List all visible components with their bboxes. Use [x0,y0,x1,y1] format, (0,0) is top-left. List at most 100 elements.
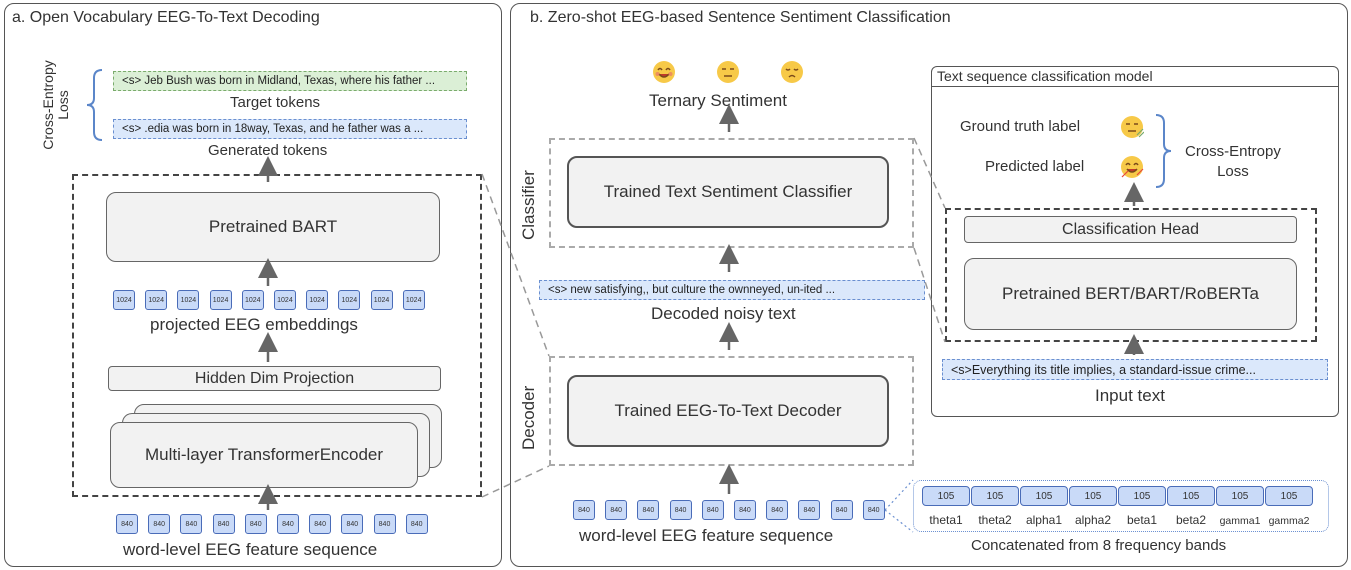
panel-a-title: a. Open Vocabulary EEG-To-Text Decoding [12,9,320,26]
input-text-label: Input text [1095,386,1165,405]
panel-b [510,3,1348,567]
freq-name-theta2: theta2 [978,513,1012,527]
target-tokens-box: <s> Jeb Bush was born in Midland, Texas,… [113,71,467,91]
freq-cell-beta2: 105 [1167,486,1215,506]
freq-cell-theta2: 105 [971,486,1019,506]
happy-emoji-icon [1121,156,1144,178]
neutral-emoji-icon [717,61,739,83]
eeg-feature-chips-a: 840 840 840 840 840 840 840 840 840 840 [116,514,438,534]
tsc-loss-label: Cross-Entropy Loss [1185,143,1281,180]
freq-cell-alpha1: 105 [1020,486,1068,506]
feature-token: 840 [341,514,364,534]
decoded-text-label: Decoded noisy text [651,304,796,323]
eeg-feature-label-b: word-level EEG feature sequence [579,526,834,545]
freq-cell-theta1: 105 [922,486,970,506]
hidden-dim-projection-box: Hidden Dim Projection [108,366,441,391]
feature-token: 840 [405,514,428,534]
freq-cell-alpha2: 105 [1069,486,1117,506]
feature-token: 840 [573,500,595,520]
tsc-title: Text sequence classification model [937,68,1153,84]
pretrained-bert-label: Pretrained BERT/BART/RoBERTa [1001,284,1259,303]
pretrained-bart-label: Pretrained BART [208,217,338,236]
tsc-panel [931,66,1339,417]
projection-line [913,247,946,343]
feature-token: 840 [276,514,299,534]
projection-line [884,509,914,533]
projected-embedding-chips: 1024 1024 1024 1024 1024 1024 1024 1024 … [113,290,435,310]
projection-line [913,137,946,209]
embedding-token: 1024 [273,290,296,310]
freq-cell-gamma1: 105 [1216,486,1264,506]
generated-tokens-label: Generated tokens [208,142,328,159]
embedding-token: 1024 [370,290,393,310]
freq-name-alpha2: alpha2 [1074,513,1112,527]
feature-token: 840 [830,500,853,520]
ternary-sentiment-label: Ternary Sentiment [649,91,787,110]
feature-token: 840 [373,514,396,534]
embedding-token: 1024 [338,290,361,310]
classification-head-box: Classification Head [964,216,1297,243]
target-tokens-label: Target tokens [230,94,321,111]
projection-line [481,173,550,357]
feature-token: 840 [180,514,203,534]
feature-token: 840 [798,500,821,520]
embedding-token: 1024 [306,290,329,310]
freq-name-gamma2: gamma2 [1268,515,1310,527]
feature-token: 840 [637,500,660,520]
embedding-token: 1024 [402,290,425,310]
feature-token: 840 [701,500,724,520]
predicted-label: Predicted label [985,158,1085,175]
frequency-bands-label: Concatenated from 8 frequency bands [971,537,1227,554]
projection-line [481,465,550,498]
feature-token: 840 [309,514,332,534]
happy-emoji-icon [653,61,675,83]
classifier-label: Trained Text Sentiment Classifier [603,182,853,201]
freq-name-gamma1: gamma1 [1219,515,1261,527]
sad-emoji-icon [781,61,803,83]
transformer-encoder-box: Multi-layer TransformerEncoder [110,422,418,488]
curly-brace-icon [86,69,103,141]
feature-token: 840 [605,500,628,520]
classifier-box: Trained Text Sentiment Classifier [567,156,889,228]
freq-name-beta2: beta2 [1175,513,1207,527]
decoded-text-box: <s> new satisfying,, but culture the own… [539,280,925,300]
embedding-token: 1024 [241,290,264,310]
classification-head-label: Classification Head [1062,220,1199,238]
feature-token: 840 [766,500,789,520]
decoder-box: Trained EEG-To-Text Decoder [567,375,889,447]
freq-cell-gamma2: 105 [1265,486,1313,506]
freq-cell-beta1: 105 [1118,486,1166,506]
feature-token: 840 [669,500,692,520]
eeg-feature-chips-b: 840 840 840 840 840 840 840 840 840 840 [573,500,895,520]
embedding-token: 1024 [145,290,168,310]
generated-tokens-box: <s> .edia was born in 18way, Texas, and … [113,119,467,139]
feature-token: 840 [733,500,756,520]
input-text-box: <s>Everything its title implies, a stand… [942,359,1328,380]
curly-brace-icon [1155,114,1172,188]
pretrained-bert-box: Pretrained BERT/BART/RoBERTa [964,258,1297,330]
feature-token: 840 [116,514,138,534]
freq-name-beta1: beta1 [1126,513,1158,527]
hidden-dim-projection-label: Hidden Dim Projection [194,369,355,387]
tsc-title-divider [931,86,1339,87]
panel-a [4,3,502,567]
freq-name-alpha1: alpha1 [1025,513,1063,527]
panel-b-title: b. Zero-shot EEG-based Sentence Sentimen… [530,9,951,26]
projected-embeddings-label: projected EEG embeddings [150,315,358,334]
feature-token: 840 [148,514,171,534]
eeg-feature-label-a: word-level EEG feature sequence [123,540,378,559]
freq-name-theta1: theta1 [929,513,963,527]
transformer-encoder-label: Multi-layer TransformerEncoder [144,445,384,464]
embedding-token: 1024 [209,290,232,310]
neutral-emoji-icon [1121,116,1144,138]
ground-truth-label: Ground truth label [960,118,1081,135]
embedding-token: 1024 [113,290,135,310]
feature-token: 840 [244,514,267,534]
projection-line [884,479,914,511]
feature-token: 840 [862,500,885,520]
decoder-label: Trained EEG-To-Text Decoder [614,401,842,420]
embedding-token: 1024 [177,290,200,310]
frequency-bands-frame [913,480,1329,532]
feature-token: 840 [212,514,235,534]
